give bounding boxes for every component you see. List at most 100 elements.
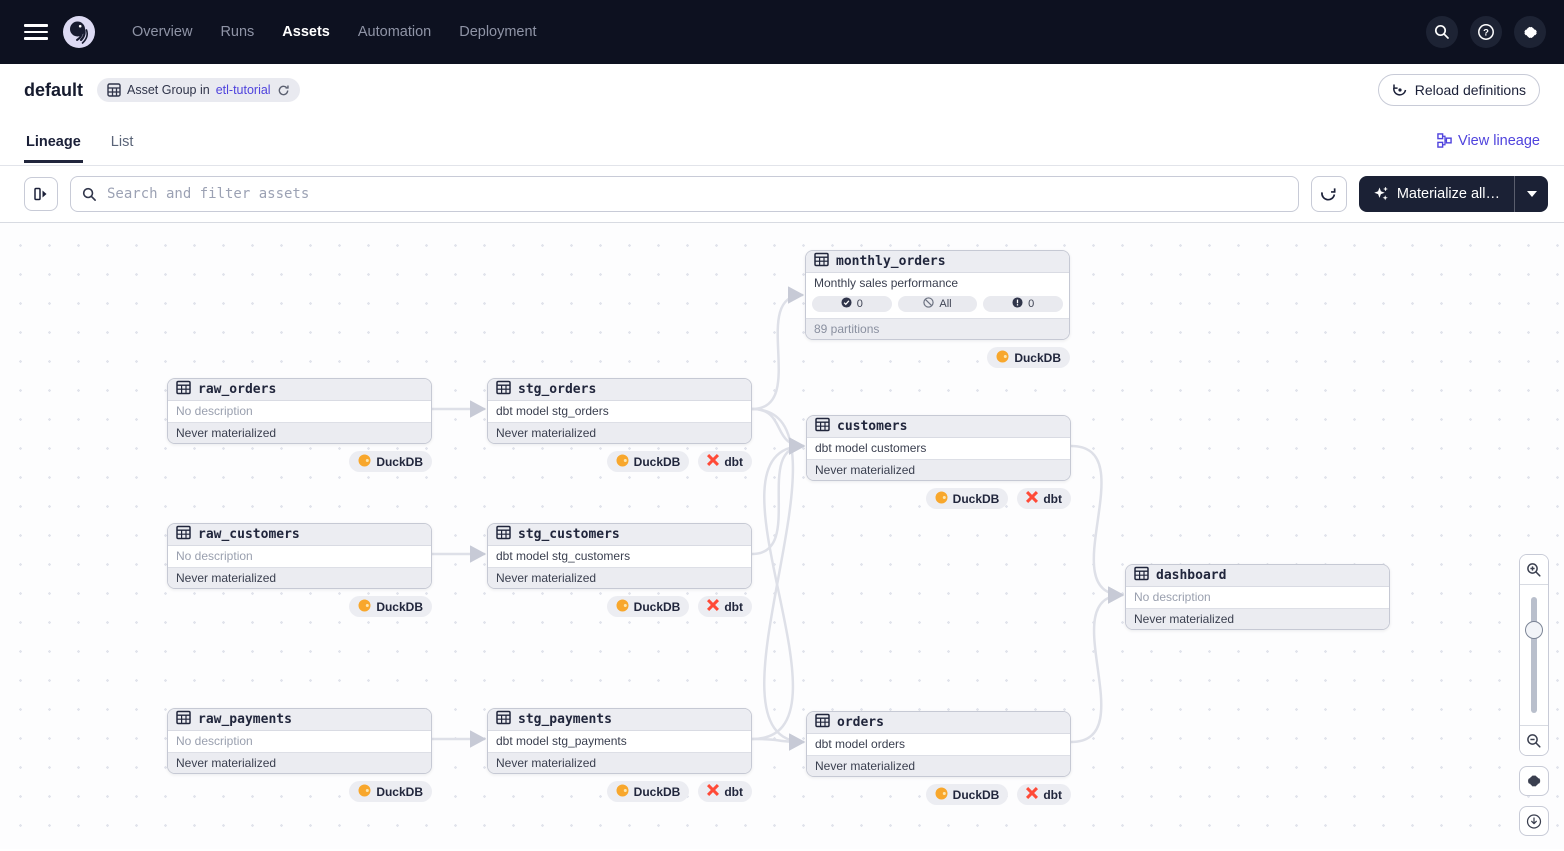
duckdb-icon — [358, 784, 371, 800]
code-location-link[interactable]: etl-tutorial — [215, 83, 271, 97]
top-nav: Overview Runs Assets Automation Deployment ? — [0, 0, 1564, 64]
dbt-badge[interactable]: dbt — [698, 781, 752, 802]
nav-items: Overview Runs Assets Automation Deployment — [132, 24, 537, 40]
table-icon — [814, 252, 829, 271]
asset-description: dbt model customers — [807, 438, 1070, 459]
duckdb-badge[interactable]: DuckDB — [925, 784, 1009, 805]
duckdb-badge[interactable]: DuckDB — [925, 488, 1009, 509]
materialize-dropdown-button[interactable] — [1514, 176, 1548, 212]
lineage-edge-stg_orders-to-orders — [751, 407, 806, 751]
page-title: default — [24, 79, 84, 100]
asset-description: dbt model stg_payments — [488, 731, 751, 752]
duckdb-badge[interactable]: DuckDB — [606, 451, 690, 472]
nav-item-automation[interactable]: Automation — [357, 24, 432, 40]
dbt-badge[interactable]: dbt — [1017, 784, 1071, 805]
dbt-icon — [707, 784, 720, 799]
page-header: default Asset Group in etl-tutorial Relo… — [0, 64, 1564, 116]
lineage-icon — [1437, 133, 1452, 148]
asset-status: Never materialized — [488, 567, 751, 588]
asset-name: raw_payments — [198, 712, 292, 727]
partition-pill: 0 — [812, 296, 892, 312]
search-icon[interactable] — [1426, 16, 1458, 48]
asset-status: Never materialized — [168, 752, 431, 773]
view-lineage-label: View lineage — [1458, 132, 1540, 149]
duckdb-icon — [358, 454, 371, 470]
check-circle-icon — [841, 297, 852, 311]
duckdb-badge[interactable]: DuckDB — [606, 596, 690, 617]
asset-kind-badges: DuckDB — [805, 347, 1070, 368]
asset-kind-badges: DuckDB — [167, 781, 432, 802]
dbt-icon — [1026, 491, 1039, 506]
duckdb-icon — [935, 491, 948, 507]
tabs-row: Lineage List View lineage — [0, 116, 1564, 166]
asset-kind-badges: DuckDB — [167, 596, 432, 617]
slash-circle-icon — [923, 297, 935, 311]
nav-item-assets[interactable]: Assets — [282, 24, 330, 40]
zoom-slider-track[interactable] — [1531, 597, 1537, 713]
table-icon — [815, 417, 830, 436]
tab-lineage[interactable]: Lineage — [24, 119, 83, 163]
reload-icon — [1392, 84, 1406, 96]
nav-item-overview[interactable]: Overview — [132, 24, 193, 40]
asset-name: stg_orders — [518, 382, 597, 397]
asset-status: 89 partitions — [806, 318, 1069, 339]
asset-group-badge: Asset Group in etl-tutorial — [97, 78, 300, 102]
gear-icon[interactable] — [1514, 16, 1546, 48]
asset-name: monthly_orders — [836, 254, 946, 269]
nav-item-runs[interactable]: Runs — [220, 24, 255, 40]
zoom-slider-thumb[interactable] — [1525, 621, 1543, 639]
zoom-out-icon[interactable] — [1520, 725, 1548, 755]
asset-description: No description — [168, 731, 431, 752]
zoom-in-icon[interactable] — [1520, 555, 1548, 585]
asset-kind-badges: DuckDB dbt — [487, 596, 752, 617]
dbt-icon — [707, 599, 720, 614]
asset-name: raw_customers — [198, 527, 300, 542]
duckdb-badge[interactable]: DuckDB — [349, 596, 432, 617]
reload-definitions-button[interactable]: Reload definitions — [1377, 74, 1540, 106]
asset-status: Never materialized — [488, 422, 751, 443]
asset-description: dbt model stg_customers — [488, 546, 751, 567]
reload-definitions-label: Reload definitions — [1414, 82, 1526, 98]
asset-name: customers — [837, 419, 908, 434]
asset-status: Never materialized — [807, 459, 1070, 480]
graph-settings-icon[interactable] — [1519, 766, 1549, 796]
tab-list[interactable]: List — [110, 133, 134, 150]
dagster-logo-icon[interactable] — [62, 15, 96, 49]
help-icon[interactable]: ? — [1470, 16, 1502, 48]
search-input[interactable] — [105, 185, 1287, 203]
duckdb-badge[interactable]: DuckDB — [606, 781, 690, 802]
asset-description: dbt model stg_orders — [488, 401, 751, 422]
dbt-badge[interactable]: dbt — [1017, 488, 1071, 509]
dbt-badge[interactable]: dbt — [698, 451, 752, 472]
menu-icon[interactable] — [18, 14, 54, 50]
view-lineage-link[interactable]: View lineage — [1437, 133, 1540, 149]
open-sidebar-button[interactable] — [24, 177, 58, 211]
lineage-edges — [431, 286, 1125, 751]
duckdb-badge[interactable]: DuckDB — [987, 347, 1070, 368]
duckdb-badge[interactable]: DuckDB — [349, 781, 432, 802]
dbt-badge[interactable]: dbt — [698, 596, 752, 617]
refresh-button[interactable] — [1310, 176, 1347, 212]
duckdb-badge[interactable]: DuckDB — [349, 451, 432, 472]
download-image-icon[interactable] — [1519, 806, 1549, 836]
asset-kind-badges: DuckDB — [167, 451, 432, 472]
lineage-edge-stg_customers-to-customers — [751, 437, 806, 556]
asset-status: Never materialized — [168, 422, 431, 443]
refresh-icon — [1321, 187, 1336, 200]
asset-description: No description — [168, 546, 431, 567]
nav-item-deployment[interactable]: Deployment — [459, 24, 537, 40]
materialize-all-button[interactable]: Materialize all… — [1359, 176, 1514, 212]
partition-pill: 0 — [983, 296, 1064, 312]
duckdb-icon — [616, 454, 629, 470]
